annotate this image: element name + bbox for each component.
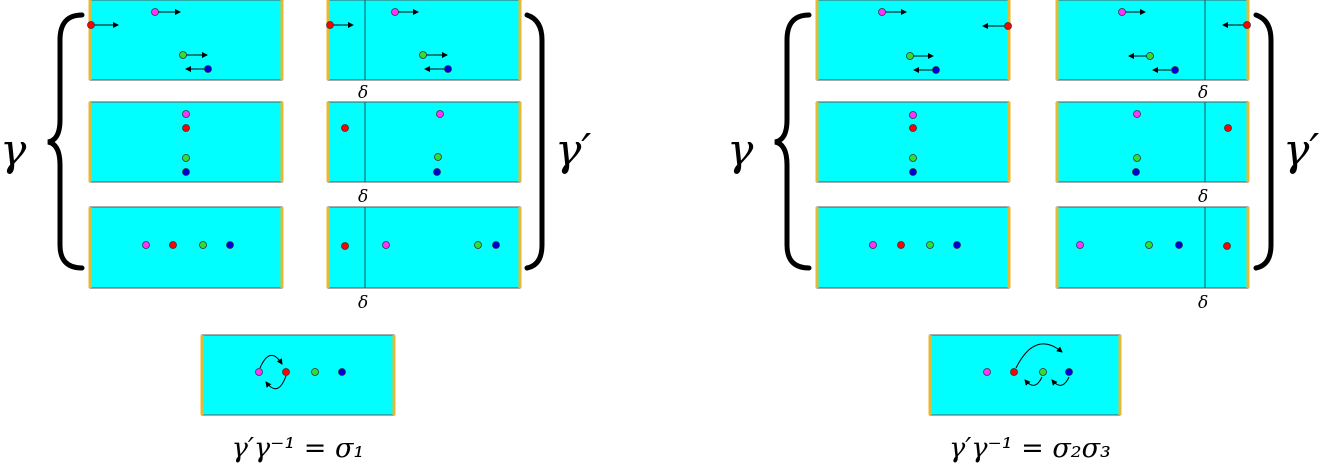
panel-row3-right xyxy=(1055,206,1250,289)
left-brace xyxy=(774,12,812,271)
left-diagram: γ γ′ δ xyxy=(0,0,591,464)
panel-row3-right xyxy=(326,206,522,289)
left-brace xyxy=(47,12,85,271)
panel-row3-left xyxy=(815,206,1011,289)
gamma-prime-label: γ′ xyxy=(1283,125,1319,176)
gamma-prime-label: γ′ xyxy=(555,125,591,176)
panel-row1-right xyxy=(326,0,522,81)
delta-label: δ xyxy=(358,83,368,103)
delta-label: δ xyxy=(1198,83,1208,103)
magenta-strand xyxy=(151,8,159,16)
formula-left: γ′γ⁻¹ = σ₁ xyxy=(232,433,365,464)
formula-right: γ′γ⁻¹ = σ₂σ₃ xyxy=(949,433,1111,464)
panel-row2-right xyxy=(1055,101,1250,183)
green-strand xyxy=(179,51,187,59)
panel-result-left xyxy=(200,334,396,416)
right-bracket xyxy=(524,12,545,271)
delta-label: δ xyxy=(1198,187,1208,207)
right-bracket xyxy=(1253,12,1274,271)
red-strand xyxy=(87,21,95,29)
delta-label: δ xyxy=(358,293,368,313)
panel-result-right xyxy=(928,334,1122,416)
blue-strand xyxy=(204,65,212,73)
panel-row2-left xyxy=(815,101,1011,183)
right-diagram: γ γ′ δ xyxy=(727,0,1319,464)
panel-row1-left xyxy=(815,0,1012,81)
gamma-label: γ xyxy=(727,125,754,176)
delta-label: δ xyxy=(1198,293,1208,313)
panel-row2-right xyxy=(326,101,522,183)
panel-row3-left xyxy=(88,206,284,289)
delta-label: δ xyxy=(358,187,368,207)
gamma-label: γ xyxy=(0,125,27,176)
panel-row1-right xyxy=(1055,0,1251,81)
panel-row1-left xyxy=(87,0,284,81)
panel-row2-left xyxy=(88,101,284,183)
